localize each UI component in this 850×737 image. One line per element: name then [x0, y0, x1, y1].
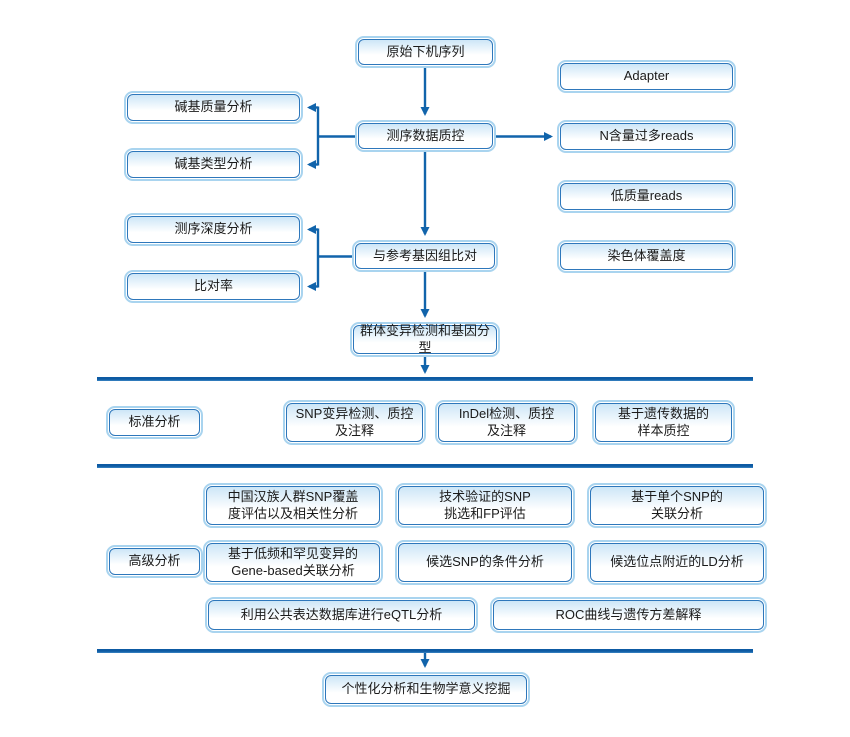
node-eqtl-analysis: 利用公共表达数据库进行eQTL分析	[205, 597, 478, 633]
section-divider-advanced	[97, 464, 753, 468]
node-adapter: Adapter	[557, 60, 736, 93]
node-low-quality-reads-label: 低质量reads	[610, 188, 683, 204]
node-indel-annotation-label: InDel检测、质控 及注释	[458, 406, 555, 438]
node-reference-alignment-label: 与参考基因组比对	[372, 247, 477, 263]
node-validated-snp-label: 技术验证的SNP 挑选和FP评估	[439, 489, 531, 521]
node-gene-based-association: 基于低频和罕见变异的 Gene-based关联分析	[203, 540, 383, 585]
node-mapping-rate-label: 比对率	[193, 278, 233, 294]
node-ld-analysis-label: 候选位点附近的LD分析	[610, 554, 744, 570]
node-raw-sequence-label: 原始下机序列	[386, 43, 465, 59]
node-depth-analysis-label: 测序深度分析	[174, 221, 253, 237]
node-base-type-label: 碱基类型分析	[174, 156, 253, 172]
node-roc-variance-label: ROC曲线与遗传方差解释	[555, 606, 702, 622]
node-single-snp-association: 基于单个SNP的 关联分析	[587, 483, 767, 528]
node-depth-analysis: 测序深度分析	[124, 213, 303, 246]
label-standard-analysis-text: 标准分析	[128, 414, 181, 430]
node-roc-variance: ROC曲线与遗传方差解释	[490, 597, 767, 633]
node-reference-alignment: 与参考基因组比对	[352, 240, 498, 272]
section-divider-bottom	[97, 649, 753, 653]
node-sequencing-qc: 测序数据质控	[355, 120, 496, 152]
node-conditional-analysis: 候选SNP的条件分析	[395, 540, 575, 585]
node-sample-qc-label: 基于遗传数据的 样本质控	[617, 406, 709, 438]
node-base-quality-label: 碱基质量分析	[174, 99, 253, 115]
node-han-snp-coverage: 中国汉族人群SNP覆盖 度评估以及相关性分析	[203, 483, 383, 528]
node-snp-annotation-label: SNP变异检测、质控 及注释	[295, 406, 414, 438]
node-conditional-analysis-label: 候选SNP的条件分析	[426, 554, 544, 570]
node-single-snp-association-label: 基于单个SNP的 关联分析	[631, 489, 723, 521]
node-chromosome-coverage: 染色体覆盖度	[557, 240, 736, 273]
node-n-rich-reads-label: N含量过多reads	[599, 128, 694, 144]
node-variant-genotyping-label: 群体变异检测和基因分型	[359, 323, 490, 355]
section-divider-standard	[97, 377, 753, 381]
node-base-quality: 碱基质量分析	[124, 91, 303, 124]
node-snp-annotation: SNP变异检测、质控 及注释	[283, 400, 426, 445]
node-personalized-analysis: 个性化分析和生物学意义挖掘	[322, 672, 530, 707]
label-standard-analysis: 标准分析	[106, 406, 203, 439]
node-sequencing-qc-label: 测序数据质控	[386, 127, 465, 143]
node-low-quality-reads: 低质量reads	[557, 180, 736, 213]
node-mapping-rate: 比对率	[124, 270, 303, 303]
node-sample-qc: 基于遗传数据的 样本质控	[592, 400, 735, 445]
label-advanced-analysis: 高级分析	[106, 545, 203, 578]
node-variant-genotyping: 群体变异检测和基因分型	[350, 322, 500, 357]
node-adapter-label: Adapter	[623, 68, 670, 84]
node-ld-analysis: 候选位点附近的LD分析	[587, 540, 767, 585]
node-validated-snp: 技术验证的SNP 挑选和FP评估	[395, 483, 575, 528]
node-chromosome-coverage-label: 染色体覆盖度	[607, 248, 686, 264]
node-han-snp-coverage-label: 中国汉族人群SNP覆盖 度评估以及相关性分析	[227, 489, 359, 521]
node-raw-sequence: 原始下机序列	[355, 36, 496, 68]
node-gene-based-association-label: 基于低频和罕见变异的 Gene-based关联分析	[227, 546, 358, 578]
label-advanced-analysis-text: 高级分析	[128, 553, 181, 569]
node-n-rich-reads: N含量过多reads	[557, 120, 736, 153]
node-personalized-analysis-label: 个性化分析和生物学意义挖掘	[341, 681, 511, 697]
node-eqtl-analysis-label: 利用公共表达数据库进行eQTL分析	[240, 606, 443, 622]
node-base-type: 碱基类型分析	[124, 148, 303, 181]
node-indel-annotation: InDel检测、质控 及注释	[435, 400, 578, 445]
